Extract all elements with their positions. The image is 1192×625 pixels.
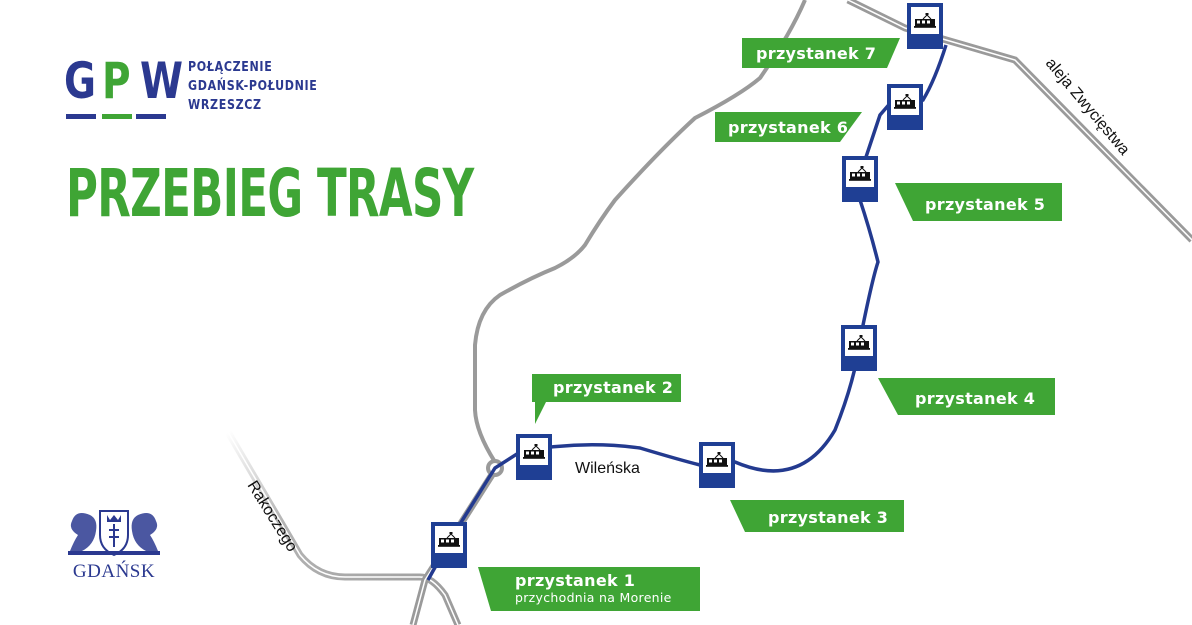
label-backgrounds [478, 38, 1062, 611]
logo-bar [102, 114, 132, 119]
tram-stop-icon-5[interactable] [841, 155, 879, 203]
road-aleja-zwyciestwa [846, 0, 1192, 243]
logo-letter-g: G [64, 52, 97, 110]
logo-letter-w: W [140, 52, 184, 110]
logo-bar [66, 114, 96, 119]
stop-label-4[interactable]: przystanek 4 [915, 389, 1036, 408]
tram-stop-icon-7[interactable] [906, 2, 944, 50]
stop-label-2[interactable]: przystanek 2 [553, 378, 674, 397]
tram-stop-icon-3[interactable] [698, 441, 736, 489]
stop-name: przystanek 1 [515, 571, 636, 590]
logo-text: POŁĄCZENIE GDAŃSK-POŁUDNIE WRZESZCZ [188, 58, 317, 115]
tram-stop-icon-4[interactable] [840, 324, 878, 372]
stop-label-1[interactable]: przystanek 1 przychodnia na Morenie [515, 571, 672, 605]
page-title: PRZEBIEG TRASY [66, 155, 474, 232]
logo-line: POŁĄCZENIE [188, 59, 273, 75]
logo-bar [136, 114, 166, 119]
road-rakoczego [224, 430, 462, 625]
stop-label-6[interactable]: przystanek 6 [728, 118, 849, 137]
stop-label-5[interactable]: przystanek 5 [925, 195, 1046, 214]
street-label-wilenska: Wileńska [575, 460, 640, 477]
tram-stop-icon-1[interactable] [430, 521, 468, 569]
gdansk-coat-of-arms-icon [68, 510, 160, 557]
city-logo: GDAŃSK [66, 505, 162, 582]
tram-stop-icon-2[interactable] [515, 433, 553, 481]
stop-label-3[interactable]: przystanek 3 [768, 508, 889, 527]
city-name: GDAŃSK [72, 561, 156, 582]
stop-label-7[interactable]: przystanek 7 [756, 44, 877, 63]
stop-sublabel: przychodnia na Morenie [515, 590, 672, 605]
logo-line: WRZESZCZ [188, 97, 262, 113]
road-west [473, 0, 807, 464]
logo-line: GDAŃSK-POŁUDNIE [188, 78, 318, 94]
logo-letter-p: P [102, 52, 131, 110]
tram-stop-icon-6[interactable] [886, 83, 924, 131]
